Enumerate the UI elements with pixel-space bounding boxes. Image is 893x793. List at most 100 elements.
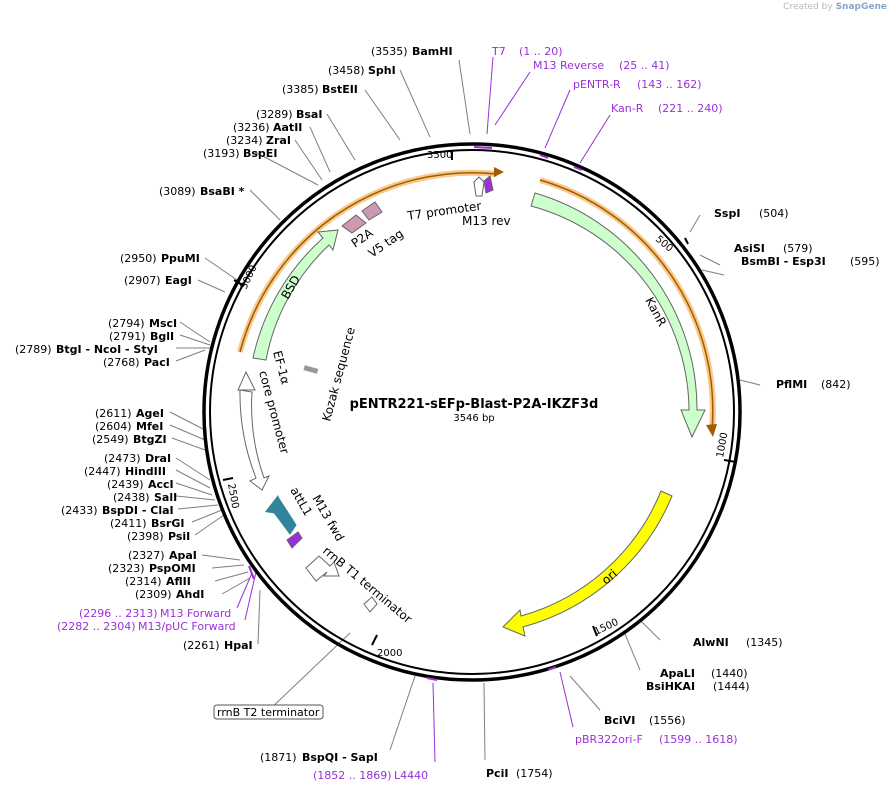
enzyme-label[interactable]: BspEI	[243, 147, 277, 160]
primer-range: (1599 .. 1618)	[659, 733, 738, 746]
attl1-arrowhead	[265, 495, 285, 515]
enzyme-pos: (579)	[783, 242, 813, 255]
enzyme-pos: (2611)	[95, 407, 132, 420]
enzyme-label[interactable]: BtgI - NcoI - StyI	[56, 343, 158, 356]
tick-label-1000: 1000	[715, 432, 730, 459]
enzyme-label[interactable]: PciI	[486, 767, 508, 780]
ori-feature-arrow	[502, 490, 673, 637]
enzyme-pos: (2433)	[61, 504, 98, 517]
enzyme-pos: (1871)	[260, 751, 297, 764]
enzyme-label[interactable]: AhdI	[176, 588, 204, 601]
primer-label[interactable]: pBR322ori-F	[575, 733, 643, 746]
enzyme-label[interactable]: BsiHKAI	[646, 680, 695, 693]
enzyme-label[interactable]: BsmBI - Esp3I	[741, 255, 826, 268]
enzyme-label[interactable]: AlwNI	[693, 636, 729, 649]
enzyme-label[interactable]: MscI	[149, 317, 177, 330]
enzyme-pos: (2907)	[124, 274, 161, 287]
enzyme-label[interactable]: ApaI	[169, 549, 197, 562]
enzyme-label[interactable]: BsaI	[296, 108, 322, 121]
enzyme-label[interactable]: AsiSI	[734, 242, 765, 255]
enzyme-pos: (2261)	[183, 639, 220, 652]
enzyme-label[interactable]: BglI	[150, 330, 174, 343]
rrnb-t1-label: rrnB T1 terminator	[320, 544, 415, 627]
enzyme-label[interactable]: BamHI	[412, 45, 453, 58]
backbone-outer	[202, 142, 742, 682]
enzyme-label[interactable]: PflMI	[776, 378, 807, 391]
primer-label[interactable]: T7	[491, 45, 506, 58]
enzyme-label[interactable]: HindIII	[125, 465, 166, 478]
primer-range: (2296 .. 2313)	[79, 607, 158, 620]
enzyme-pos: (2438)	[113, 491, 150, 504]
rrnb-t1-feature-arrow	[305, 555, 340, 582]
bsd-feature-arrow	[252, 229, 339, 361]
ef1a-arrowhead	[237, 370, 256, 391]
enzyme-pos: (2411)	[110, 517, 147, 530]
primer-label[interactable]: pENTR-R	[573, 78, 621, 91]
enzyme-label[interactable]: MfeI	[136, 420, 163, 433]
credit-prefix: Created by	[783, 2, 833, 12]
enzyme-label[interactable]: BspQI - SapI	[302, 751, 378, 764]
kozak-feature-mark	[303, 365, 319, 374]
m13-rev-feature-arrow	[483, 175, 494, 194]
m13-rev-label: M13 rev	[462, 214, 511, 228]
tick-label-2500: 2500	[225, 483, 240, 510]
enzyme-label[interactable]: AatII	[273, 121, 302, 134]
enzyme-label[interactable]: BsrGI	[151, 517, 184, 530]
enzyme-label[interactable]: PacI	[144, 356, 170, 369]
primer-label[interactable]: Kan-R	[611, 102, 644, 115]
enzyme-label[interactable]: PpuMI	[161, 252, 200, 265]
enzyme-pos: (595)	[850, 255, 880, 268]
leader-lines	[169, 59, 761, 761]
primer-label[interactable]: M13 Reverse	[533, 59, 604, 72]
primer-label[interactable]: M13/pUC Forward	[138, 620, 236, 633]
enzyme-label[interactable]: SspI	[714, 207, 740, 220]
enzyme-pos: (2794)	[108, 317, 145, 330]
enzyme-label[interactable]: AgeI	[136, 407, 164, 420]
enzyme-pos: (2473)	[104, 452, 141, 465]
enzyme-label[interactable]: ApaLI	[660, 667, 695, 680]
orf-arrowhead-top	[494, 167, 504, 177]
rrnb-t2-label-box	[213, 704, 324, 720]
enzyme-pos: (2327)	[128, 549, 165, 562]
t7-promoter-feature-arrow	[473, 176, 485, 197]
enzyme-pos: (3234)	[226, 134, 263, 147]
enzyme-label[interactable]: ZraI	[266, 134, 291, 147]
tick-label-2000: 2000	[377, 648, 402, 659]
enzyme-label[interactable]: BstEII	[322, 83, 358, 96]
primer-label[interactable]: M13 Forward	[160, 607, 231, 620]
enzyme-label[interactable]: AflII	[166, 575, 191, 588]
primer-label[interactable]: L4440	[394, 769, 428, 782]
enzyme-label[interactable]: BspDI - ClaI	[102, 504, 174, 517]
enzyme-label[interactable]: BsaBI *	[200, 185, 245, 198]
primer-range: (221 .. 240)	[658, 102, 723, 115]
plasmid-name: pENTR221-sEFp-Blast-P2A-IKZF3d	[350, 397, 599, 412]
enzyme-pos: (3089)	[159, 185, 196, 198]
enzyme-label[interactable]: PsiI	[168, 530, 190, 543]
enzyme-label[interactable]: EagI	[165, 274, 192, 287]
enzyme-pos: (2789)	[15, 343, 52, 356]
primer-sites	[248, 146, 583, 681]
enzyme-label[interactable]: SphI	[368, 64, 396, 77]
enzyme-pos: (2549)	[92, 433, 129, 446]
enzyme-label[interactable]: PspOMI	[149, 562, 196, 575]
snapgene-credit: Created by SnapGene	[783, 2, 887, 12]
enzyme-pos: (2768)	[103, 356, 140, 369]
enzyme-pos: (3458)	[328, 64, 365, 77]
enzyme-pos: (1754)	[516, 767, 553, 780]
enzyme-pos: (3535)	[371, 45, 408, 58]
tick-label-1500: 1500	[593, 617, 621, 638]
enzyme-label[interactable]: SalI	[154, 491, 177, 504]
ef1a-promoter-feature-arrow	[239, 389, 271, 491]
enzyme-pos: (3236)	[233, 121, 270, 134]
enzyme-pos: (2604)	[95, 420, 132, 433]
enzyme-label[interactable]: DraI	[145, 452, 171, 465]
enzyme-label[interactable]: BciVI	[604, 714, 635, 727]
enzyme-pos: (3193)	[203, 147, 240, 160]
coordinate-ticks	[222, 150, 737, 646]
enzyme-label[interactable]: AccI	[148, 478, 174, 491]
enzyme-label[interactable]: BtgZI	[133, 433, 167, 446]
credit-brand: SnapGene	[835, 2, 887, 12]
enzyme-label[interactable]: HpaI	[224, 639, 253, 652]
